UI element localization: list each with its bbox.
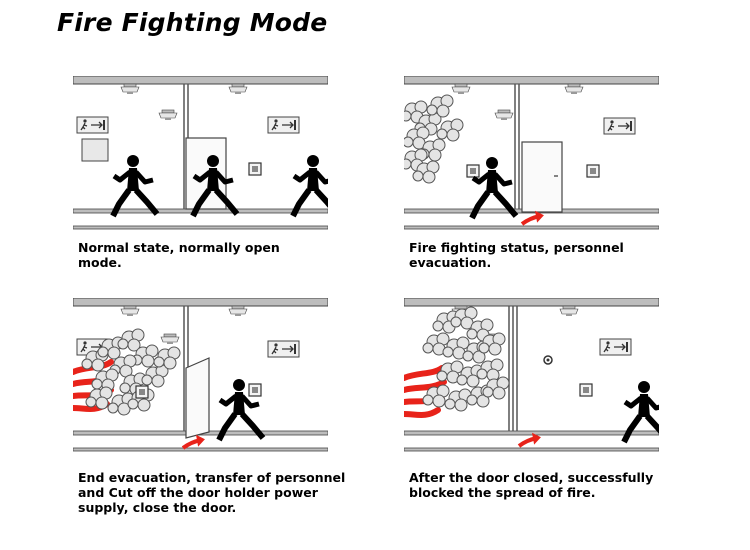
panel-normal: [73, 76, 328, 236]
door-holder-icon: [466, 164, 480, 178]
panel-end-evacuation: [73, 298, 328, 458]
exit-sign-icon: [603, 117, 636, 135]
caption-normal: Normal state, normally open mode.: [78, 240, 280, 270]
smoke-detector-icon: [228, 305, 248, 317]
caption-end-evacuation: End evacuation, transfer of personnel an…: [78, 470, 346, 515]
door-closing: [521, 141, 563, 213]
smoke-detector-icon: [120, 83, 140, 95]
exit-sign-icon: [267, 116, 300, 134]
exit-sign-icon: [267, 340, 300, 358]
running-person-icon: [113, 155, 157, 216]
panel-evacuation: [404, 76, 659, 236]
door-holder-icon: [248, 162, 262, 176]
smoke-detector-icon: [564, 83, 584, 95]
smoke-cloud-icon: [404, 94, 464, 184]
smoke-detector-icon: [559, 305, 579, 317]
exit-sign-icon: [76, 116, 109, 134]
smoke-detector-icon: [494, 109, 514, 121]
door-holder-icon: [135, 385, 149, 399]
running-person-icon: [293, 155, 328, 216]
door-holder-icon: [586, 164, 600, 178]
smoke-detector-icon: [228, 83, 248, 95]
control-box-icon: [81, 138, 109, 162]
caption-evacuation: Fire fighting status, personnel evacuati…: [409, 240, 624, 270]
smoke-detector-icon: [160, 333, 180, 345]
smoke-detector-icon: [120, 305, 140, 317]
panel-door-closed: [404, 298, 659, 458]
caption-door-closed: After the door closed, successfully bloc…: [409, 470, 654, 500]
page-title: Fire Fighting Mode: [57, 8, 328, 37]
exit-sign-icon: [599, 338, 632, 356]
door-holder-icon: [248, 383, 262, 397]
door-closing: [185, 357, 210, 439]
smoke-cloud-icon: [422, 306, 510, 412]
smoke-detector-icon: [158, 109, 178, 121]
smoke-detector-icon: [451, 83, 471, 95]
door-holder-icon: [579, 383, 593, 397]
